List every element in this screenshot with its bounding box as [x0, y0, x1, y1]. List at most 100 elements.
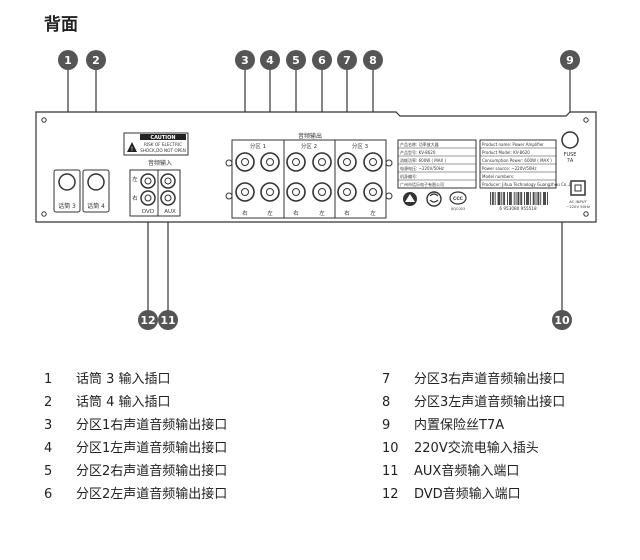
callout-circle — [260, 50, 280, 70]
zone3-left-label: 左 — [370, 209, 376, 217]
callout-circle — [158, 310, 178, 330]
output-jack-center — [241, 158, 249, 166]
barcode-bar — [533, 192, 535, 205]
legend-number: 8 — [382, 395, 391, 410]
info-row: Power source: ~220V/50Hz — [482, 166, 537, 171]
warning-icon: ! — [131, 146, 133, 153]
info-row: 机身编号: — [400, 173, 417, 179]
barcode-bar — [515, 192, 517, 205]
barcode: 6 953080 955518 — [490, 192, 548, 211]
barcode-bar — [507, 192, 508, 205]
info-row: Model numbers: — [482, 174, 514, 179]
callout-3: 3 — [235, 50, 255, 70]
barcode-bar — [528, 192, 529, 205]
input-right-label: 右 — [132, 194, 138, 202]
callout-circle — [363, 50, 383, 70]
legend-number: 2 — [44, 395, 53, 410]
barcode-bar — [545, 192, 546, 205]
legend-text: 分区3左声道音频输出接口 — [414, 395, 566, 410]
barcode-bar — [527, 192, 528, 205]
barcode-bar — [535, 192, 537, 205]
aux-label: AUX — [164, 209, 176, 215]
audio-input-section: 音频输入 左 右 DVD AUX — [129, 159, 181, 217]
legend-text: AUX音频输入端口 — [414, 464, 520, 479]
ac-input-rating: ~220V 50Hz — [566, 204, 590, 209]
mic3-input: 话筒 3 — [53, 169, 81, 213]
legend-text: 话筒 4 输入插口 — [76, 395, 171, 410]
legend-number: 7 — [382, 372, 391, 387]
legend-text: 内置保险丝T7A — [414, 418, 505, 433]
callout-circle — [560, 50, 580, 70]
barcode-bar — [504, 192, 506, 205]
output-jack-center — [369, 158, 377, 166]
output-jack-center — [343, 158, 351, 166]
output-jack-center — [241, 188, 249, 196]
fuse-holder: FUSE 7A — [561, 131, 579, 164]
legend-text: 分区3右声道音频输出接口 — [414, 372, 566, 387]
callout-circle — [552, 310, 572, 330]
callout-4: 4 — [260, 50, 280, 70]
legend-item: 7 分区3右声道音频输出接口 — [382, 368, 565, 391]
callout-number: 11 — [160, 314, 175, 327]
zone1-left-label: 左 — [267, 209, 273, 217]
barcode-bar — [494, 192, 496, 205]
zone3-label: 分区 3 — [352, 142, 369, 150]
legend-item: 2 话筒 4 输入插口 — [44, 391, 227, 414]
callout-circle — [286, 50, 306, 70]
legend-text: 分区1左声道音频输出接口 — [76, 441, 228, 456]
callout-11: 11 — [158, 310, 178, 330]
output-jack-center — [292, 188, 300, 196]
zone3-right-label: 右 — [344, 209, 350, 217]
legend-text: 分区1右声道音频输出接口 — [76, 418, 228, 433]
callout-8: 8 — [363, 50, 383, 70]
barcode-bar — [509, 192, 510, 205]
legend-number: 12 — [382, 487, 399, 502]
barcode-bar — [517, 192, 519, 205]
legend-number: 11 — [382, 464, 399, 479]
callout-10: 10 — [552, 310, 572, 330]
zone-output-jacks — [235, 152, 383, 202]
ac-input-socket: AC INPUT ~220V 50Hz — [566, 180, 590, 209]
cert-label: XQC003 — [451, 207, 465, 211]
mic4-label: 话筒 4 — [87, 202, 105, 210]
rear-panel-diagram: 话筒 3 话筒 4 CAUTION ! RISK OF ELECTRIC SHO… — [35, 50, 597, 330]
legend-text: 分区2左声道音频输出接口 — [76, 487, 228, 502]
dvd-label: DVD — [142, 209, 154, 215]
caution-line2: SHOCK,DO NOT OPEN — [140, 148, 186, 153]
callout-number: 8 — [369, 54, 377, 67]
legend-text: 分区2右声道音频输出接口 — [76, 464, 228, 479]
legend-item: 8 分区3左声道音频输出接口 — [382, 391, 565, 414]
output-jack-center — [369, 188, 377, 196]
output-jack-center — [266, 188, 274, 196]
input-left-label: 左 — [132, 175, 138, 183]
callout-6: 6 — [312, 50, 332, 70]
caution-line1: RISK OF ELECTRIC — [144, 142, 182, 147]
mic4-input: 话筒 4 — [82, 169, 110, 213]
legend-item: 12 DVD音频输入端口 — [382, 483, 565, 506]
callout-number: 10 — [554, 314, 570, 327]
callout-number: 7 — [343, 54, 351, 67]
legend-text: 220V交流电输入插头 — [414, 441, 539, 456]
page-title: 背面 — [44, 15, 78, 35]
legend-text: DVD音频输入端口 — [414, 487, 521, 502]
output-jack-center — [318, 158, 326, 166]
zone2-left-label: 左 — [319, 209, 325, 217]
barcode-bar — [497, 192, 499, 205]
callout-number: 1 — [64, 54, 72, 67]
info-row: Product name: Power Amplifier — [482, 142, 544, 147]
barcode-bar — [540, 192, 542, 205]
barcode-bar — [543, 192, 544, 205]
callout-number: 9 — [566, 54, 574, 67]
barcode-bar — [544, 192, 545, 205]
callout-circle — [138, 310, 158, 330]
barcode-bar — [510, 192, 512, 205]
zone1-right-label: 右 — [242, 209, 248, 217]
certification-icons: CCC XQC003 — [403, 191, 467, 211]
